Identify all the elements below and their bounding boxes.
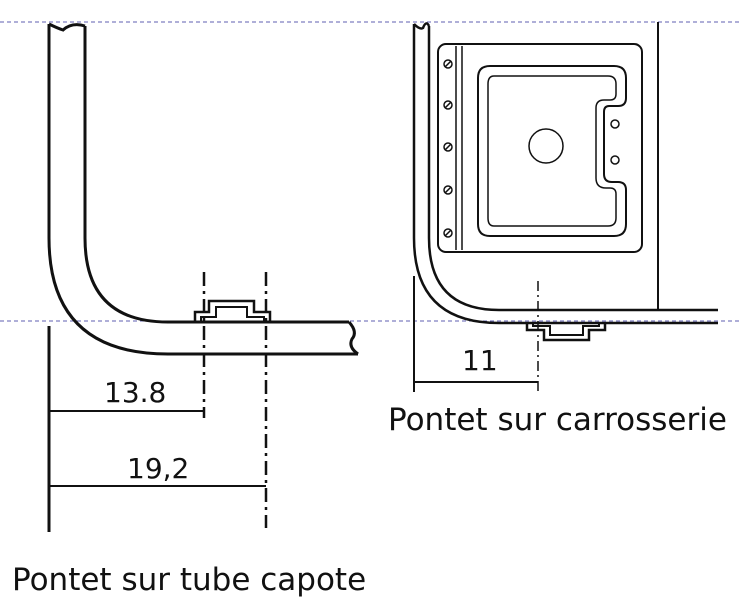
body-bridge-clip-inner xyxy=(532,323,600,336)
screw-slot xyxy=(444,143,452,151)
screw-icon xyxy=(443,142,453,152)
screw-slot xyxy=(444,101,452,109)
small-hole-icon-bottom xyxy=(610,155,620,165)
tube-bridge-clip xyxy=(193,299,272,322)
body-panel-inner xyxy=(427,26,718,312)
dimension-label-second: 19,2 xyxy=(127,452,189,485)
body-view xyxy=(412,22,718,392)
screw-icon xyxy=(443,100,453,110)
screw-slot xyxy=(444,186,452,194)
caption-body: Pontet sur carrosserie xyxy=(388,402,727,438)
access-panel-frame xyxy=(437,43,643,253)
panel-cutout-outer xyxy=(477,65,627,237)
caption-tube: Pontet sur tube capote xyxy=(12,562,366,598)
tube-bridge-clip-inner xyxy=(200,306,265,322)
dimension-label-body: 11 xyxy=(462,344,498,377)
body-panel-outer xyxy=(412,24,718,325)
tube-end-break xyxy=(347,320,359,356)
tube-view xyxy=(47,22,359,532)
tube-outer-wall xyxy=(47,24,358,356)
body-bridge-clip xyxy=(525,323,607,342)
center-hole-icon xyxy=(528,128,564,164)
tube-top-break xyxy=(48,22,86,32)
screw-slot xyxy=(444,60,452,68)
tube-inner-wall xyxy=(83,26,349,324)
panel-cutout-inner xyxy=(487,75,617,227)
screw-icon xyxy=(443,228,453,238)
screw-icon xyxy=(443,59,453,69)
small-hole-icon-top xyxy=(610,119,620,129)
reference-lines xyxy=(0,21,740,322)
screw-icon xyxy=(443,185,453,195)
dimension-label-first: 13.8 xyxy=(104,376,166,409)
screw-icons xyxy=(443,59,453,238)
body-top-break xyxy=(413,22,431,30)
screw-slot xyxy=(444,229,452,237)
